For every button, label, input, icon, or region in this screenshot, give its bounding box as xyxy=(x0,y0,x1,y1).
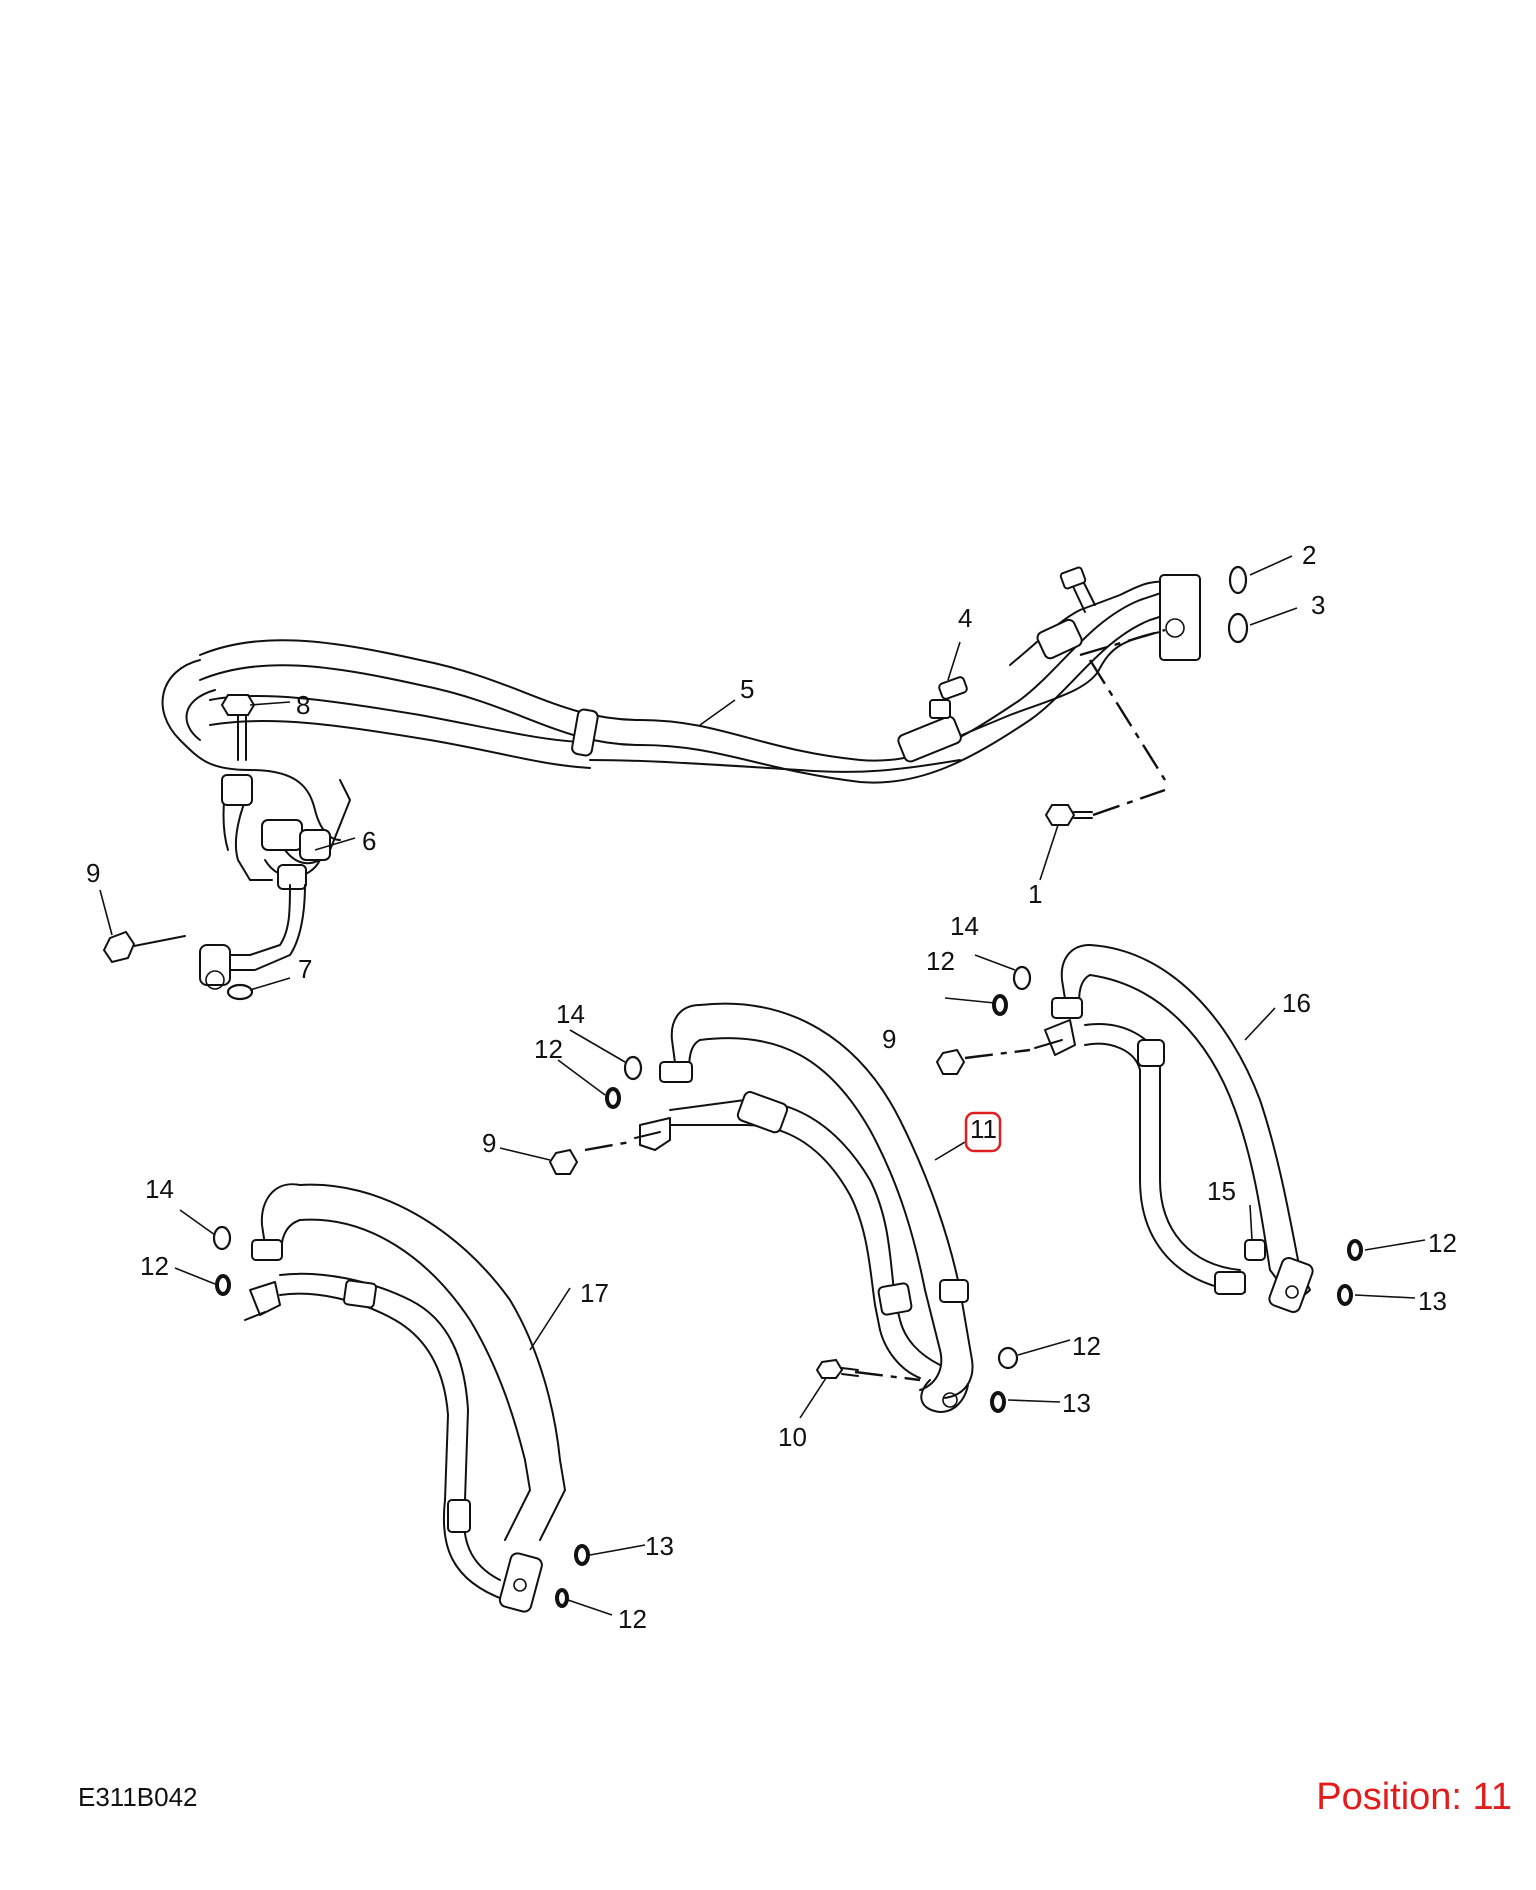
o-ring-12-left-lower[interactable] xyxy=(555,1588,569,1608)
valve-4[interactable] xyxy=(938,676,968,700)
callout-4[interactable]: 4 xyxy=(958,603,972,633)
o-ring-12-left[interactable] xyxy=(215,1274,231,1296)
callout-13-center[interactable]: 13 xyxy=(1062,1388,1091,1418)
position-indicator: Position: 11 xyxy=(1316,1776,1512,1818)
callout-labels: 1 2 3 4 5 6 7 8 9 9 9 10 11 12 12 12 12 … xyxy=(86,540,1457,1634)
o-ring-13-center[interactable] xyxy=(990,1391,1006,1413)
pipe-assembly-5[interactable] xyxy=(161,566,1201,990)
bolt-1[interactable] xyxy=(1044,804,1093,826)
callout-3[interactable]: 3 xyxy=(1311,590,1325,620)
o-ring-14-center[interactable] xyxy=(623,1055,643,1081)
callout-12-left[interactable]: 12 xyxy=(140,1251,169,1281)
o-ring-12-center[interactable] xyxy=(605,1087,621,1109)
o-ring-14-right[interactable] xyxy=(1012,965,1032,991)
o-ring-13-left[interactable] xyxy=(574,1544,590,1566)
leader-lines xyxy=(99,555,1426,1616)
callout-12-right-lower[interactable]: 12 xyxy=(1428,1228,1457,1258)
callout-12-center[interactable]: 12 xyxy=(534,1034,563,1064)
callout-11-highlight xyxy=(964,1111,1002,1153)
nut-9-upper[interactable] xyxy=(102,930,186,964)
o-ring-12-center-right[interactable] xyxy=(997,1346,1019,1370)
callout-13-left[interactable]: 13 xyxy=(645,1531,674,1561)
hose-assembly-17[interactable] xyxy=(244,1183,566,1613)
callout-12-left-lower[interactable]: 12 xyxy=(618,1604,647,1634)
nut-9-center[interactable] xyxy=(548,1148,579,1175)
diagram-code: E311B042 xyxy=(78,1782,198,1812)
o-ring-3[interactable] xyxy=(1227,612,1249,644)
callout-6[interactable]: 6 xyxy=(362,826,376,856)
plug-15[interactable] xyxy=(1244,1239,1266,1261)
callout-14-center[interactable]: 14 xyxy=(556,999,585,1029)
callout-9-center[interactable]: 9 xyxy=(482,1128,496,1158)
callout-11[interactable]: 11 xyxy=(970,1114,997,1144)
callout-8[interactable]: 8 xyxy=(296,690,310,720)
callout-14-left[interactable]: 14 xyxy=(145,1174,174,1204)
callout-9-upper[interactable]: 9 xyxy=(86,858,100,888)
callout-17[interactable]: 17 xyxy=(580,1278,609,1308)
callout-5[interactable]: 5 xyxy=(740,674,754,704)
callout-12-right[interactable]: 12 xyxy=(926,946,955,976)
hose-assembly-11[interactable] xyxy=(634,1002,974,1413)
o-ring-14-left[interactable] xyxy=(212,1225,232,1251)
callout-10[interactable]: 10 xyxy=(778,1422,807,1452)
hose-assembly-16[interactable] xyxy=(1034,944,1315,1314)
o-ring-12-right-lower[interactable] xyxy=(1347,1239,1363,1261)
callout-9-right[interactable]: 9 xyxy=(882,1024,896,1054)
o-ring-7[interactable] xyxy=(226,983,254,1001)
o-ring-13-right[interactable] xyxy=(1337,1284,1353,1306)
callout-2[interactable]: 2 xyxy=(1302,540,1316,570)
callout-15[interactable]: 15 xyxy=(1207,1176,1236,1206)
o-ring-2[interactable] xyxy=(1228,565,1248,595)
callout-1[interactable]: 1 xyxy=(1028,879,1042,909)
callout-16[interactable]: 16 xyxy=(1282,988,1311,1018)
callout-14-right[interactable]: 14 xyxy=(950,911,979,941)
callout-12-center-right[interactable]: 12 xyxy=(1072,1331,1101,1361)
o-ring-12-right[interactable] xyxy=(992,994,1008,1016)
callout-7[interactable]: 7 xyxy=(298,954,312,984)
nut-9-right[interactable] xyxy=(935,1048,966,1075)
bolt-10[interactable] xyxy=(815,1358,859,1379)
callout-13-right[interactable]: 13 xyxy=(1418,1286,1447,1316)
